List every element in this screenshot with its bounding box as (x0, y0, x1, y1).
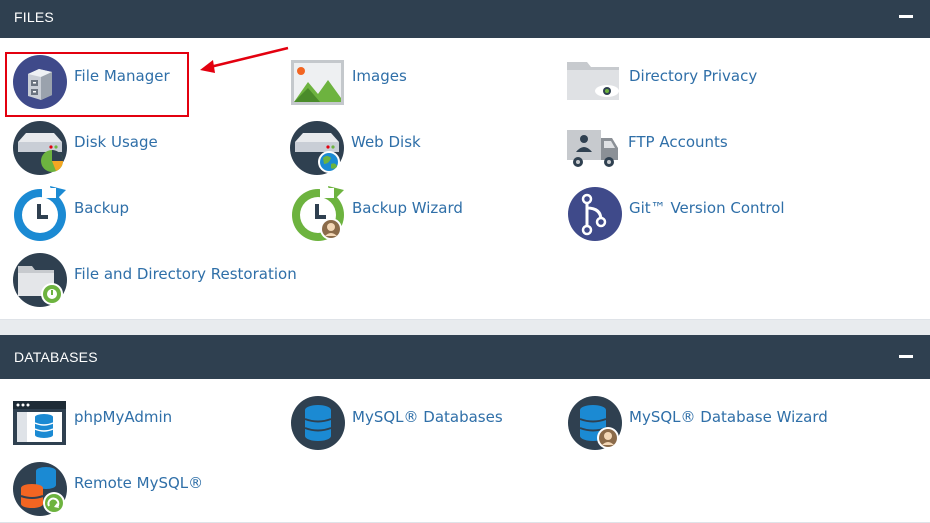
server-globe-icon (290, 121, 344, 175)
disk-pie-icon (13, 121, 67, 175)
remote-database-icon (13, 462, 67, 516)
file-manager-link[interactable]: File Manager (12, 54, 187, 110)
backup-link[interactable]: Backup (12, 186, 137, 242)
panel-title: DATABASES (14, 349, 98, 365)
directory-privacy-link[interactable]: Directory Privacy (567, 54, 767, 110)
panel-title: FILES (14, 9, 54, 25)
ftp-accounts-link[interactable]: FTP Accounts (566, 120, 731, 176)
git-version-control-link[interactable]: Git™ Version Control (567, 186, 785, 242)
images-label: Images (352, 67, 407, 85)
directory-privacy-label: Directory Privacy (629, 67, 758, 85)
arrow-icon (200, 46, 289, 73)
disk-usage-label: Disk Usage (74, 133, 158, 151)
phpmyadmin-label: phpMyAdmin (74, 408, 173, 426)
file-manager-label: File Manager (74, 67, 170, 85)
file-cabinet-icon (13, 55, 67, 109)
backup-wizard-link[interactable]: Backup Wizard (290, 186, 465, 242)
database-icon (291, 396, 345, 450)
file-and-directory-restoration-label: File and Directory Restoration (74, 265, 297, 283)
images-link[interactable]: Images (290, 54, 420, 110)
phpmyadmin-icon (13, 401, 66, 445)
files-panel-header[interactable]: FILES (0, 0, 930, 38)
backup-wizard-label: Backup Wizard (352, 199, 463, 217)
folder-eye-icon (567, 62, 619, 100)
backup-clock-icon (14, 186, 66, 241)
mysql-databases-label: MySQL® Databases (352, 408, 503, 426)
mysql-database-wizard-link[interactable]: MySQL® Database Wizard (567, 395, 828, 451)
web-disk-label: Web Disk (351, 133, 421, 151)
collapse-icon[interactable] (899, 15, 913, 18)
remote-mysql-link[interactable]: Remote MySQL® (12, 461, 204, 517)
ftp-accounts-label: FTP Accounts (628, 133, 728, 151)
file-and-directory-restoration-link[interactable]: File and Directory Restoration (12, 252, 297, 308)
backup-label: Backup (74, 199, 129, 217)
remote-mysql-label: Remote MySQL® (74, 474, 204, 492)
disk-usage-link[interactable]: Disk Usage (12, 120, 162, 176)
phpmyadmin-link[interactable]: phpMyAdmin (12, 395, 177, 451)
mysql-databases-link[interactable]: MySQL® Databases (290, 395, 503, 451)
git-version-control-label: Git™ Version Control (629, 199, 785, 217)
folder-restore-icon (13, 253, 67, 307)
database-wizard-icon (568, 396, 622, 450)
web-disk-link[interactable]: Web Disk (289, 120, 429, 176)
backup-wizard-icon (292, 186, 344, 241)
file-manager-highlight-box (5, 52, 189, 117)
collapse-icon[interactable] (899, 355, 913, 358)
databases-panel: DATABASES phpMyAdmin MySQL® (0, 335, 930, 523)
files-panel: FILES File Manager Images (0, 0, 930, 320)
mysql-database-wizard-label: MySQL® Database Wizard (629, 408, 828, 426)
image-icon (291, 60, 344, 105)
truck-user-icon (567, 130, 618, 167)
git-branch-icon (568, 187, 622, 241)
databases-panel-header[interactable]: DATABASES (0, 335, 930, 379)
